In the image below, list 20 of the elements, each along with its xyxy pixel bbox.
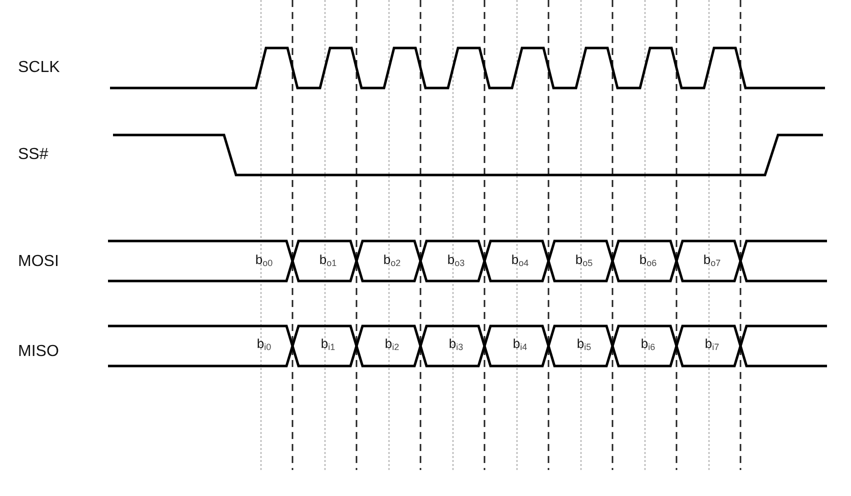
signal-name: MOSI <box>18 254 59 270</box>
bit-label: b$_{o5}$ <box>575 253 593 268</box>
signal-name: MISO <box>18 344 59 360</box>
bit-label: b$_{i1}$ <box>320 337 336 352</box>
bit-label: b$_{i6}$ <box>640 337 656 352</box>
bit-label: b$_{i4}$ <box>512 337 528 352</box>
bit-label: b$_{o6}$ <box>639 253 657 268</box>
bit-label: b$_{i2}$ <box>384 337 400 352</box>
bit-label: b$_{o3}$ <box>447 253 465 268</box>
bit-label: b$_{o0}$ <box>255 253 273 268</box>
signal-name: SS# <box>18 147 48 163</box>
bit-label: b$_{o7}$ <box>703 253 721 268</box>
bit-label: b$_{o4}$ <box>511 253 529 268</box>
bit-label: b$_{i3}$ <box>448 337 464 352</box>
signal-name: SCLK <box>18 60 60 76</box>
bit-label: b$_{i7}$ <box>704 337 720 352</box>
bit-label: b$_{o1}$ <box>319 253 337 268</box>
bit-label: b$_{i0}$ <box>256 337 272 352</box>
bit-label: b$_{o2}$ <box>383 253 401 268</box>
bit-label: b$_{i5}$ <box>576 337 592 352</box>
